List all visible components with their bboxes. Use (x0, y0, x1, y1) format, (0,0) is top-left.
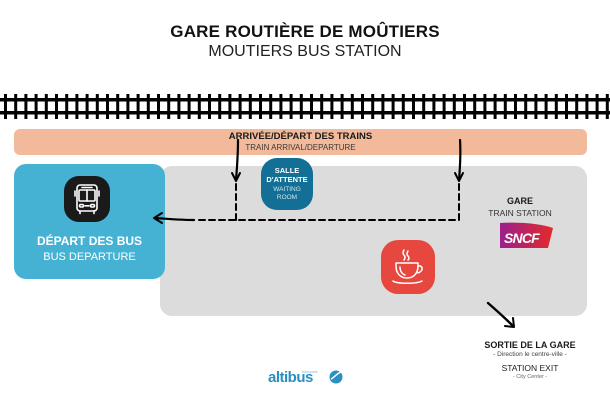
train-station-label-en: TRAIN STATION (488, 208, 552, 218)
sncf-logo: SNCF (500, 222, 553, 248)
railway-tie (208, 94, 211, 119)
railway-tie (422, 94, 426, 119)
railway-tie (259, 94, 262, 119)
railway-tie (320, 94, 324, 119)
railway-tie (136, 94, 140, 119)
cafe-badge (381, 240, 435, 294)
railway-tie (269, 94, 273, 119)
railway-tie (442, 94, 446, 119)
station-exit-label-en: STATION EXIT (501, 363, 559, 373)
arrow-head-exit (504, 317, 515, 328)
page-title: GARE ROUTIÈRE DE MOÛTIERS (170, 22, 440, 41)
railway-tie (24, 94, 28, 119)
altibus-logo: altibus transports (268, 369, 343, 386)
railway-tie (565, 94, 568, 119)
rail-top (0, 98, 610, 102)
railway-tie (412, 94, 415, 119)
railway-tie (432, 94, 436, 119)
bus-icon (64, 176, 110, 222)
train-station-label-fr: GARE (506, 196, 533, 206)
railway-tie (75, 94, 79, 119)
railway-tie (585, 94, 589, 119)
train-platform-label-fr: ARRIVÉE/DÉPART DES TRAINS (228, 131, 373, 142)
railway-tie (65, 94, 69, 119)
railway-tie (524, 94, 528, 119)
railway-ties (4, 94, 609, 119)
railway-tie (401, 94, 405, 119)
coffee-cup-icon (392, 249, 423, 284)
waiting-room-badge: SALLE D'ATTENTE WAITING ROOM (261, 158, 313, 210)
railway-tie (514, 94, 517, 119)
railway-tie (279, 94, 283, 119)
railway-tie (218, 94, 222, 119)
railway-tie (503, 94, 507, 119)
railway-tie (248, 94, 252, 119)
railway-tie (310, 94, 313, 119)
railway-tie (44, 94, 48, 119)
train-platform-bar: ARRIVÉE/DÉPART DES TRAINS TRAIN ARRIVAL/… (14, 129, 587, 155)
bus-departure-label-fr: DÉPART DES BUS (36, 234, 143, 248)
railway-tie (493, 94, 497, 119)
railway-tie (34, 94, 38, 119)
railway-tie (534, 94, 538, 119)
waiting-room-label-fr: SALLE D'ATTENTE (266, 166, 308, 184)
railway-tie (483, 94, 487, 119)
railway-tie (381, 94, 385, 119)
railway-tie (554, 94, 558, 119)
railway-tie (146, 94, 150, 119)
railway-tie (126, 94, 130, 119)
station-exit-label-fr: SORTIE DE LA GARE (484, 340, 576, 350)
station-exit-direction-fr: - Direction le centre-ville - (493, 351, 567, 358)
railway-tie (575, 94, 579, 119)
railway-tie (157, 94, 160, 119)
railway-tie (228, 94, 232, 119)
rail-bottom (0, 111, 610, 115)
railway-tie (371, 94, 375, 119)
sncf-logo-text: SNCF (504, 230, 540, 246)
railway-tie (4, 94, 7, 119)
railway-tie (361, 94, 364, 119)
railway-tie (106, 94, 109, 119)
railway-tie (289, 94, 293, 119)
bus-departure-box: DÉPART DES BUS BUS DEPARTURE (14, 164, 165, 279)
railway-tie (330, 94, 334, 119)
railway-tie (116, 94, 120, 119)
railway-tie (95, 94, 99, 119)
station-exit-direction-en: - City Center - (512, 374, 548, 380)
altibus-logo-tagline: transports (302, 370, 318, 374)
railway-tie (544, 94, 548, 119)
railway-tie (238, 94, 242, 119)
railway-tie (452, 94, 456, 119)
railway-tie (340, 94, 344, 119)
altibus-logo-text: altibus (268, 369, 313, 386)
railway-tie (391, 94, 395, 119)
railway-tie (55, 94, 58, 119)
altibus-logo-mark (329, 370, 343, 384)
bus-departure-label-en: BUS DEPARTURE (43, 251, 136, 263)
railway-tie (14, 94, 18, 119)
railway-tie (187, 94, 191, 119)
railway-tie (177, 94, 181, 119)
railway-tie (350, 94, 354, 119)
railway-tie (197, 94, 201, 119)
railway-tie (167, 94, 171, 119)
railway-tie (85, 94, 89, 119)
waiting-room-label-en: WAITING ROOM (273, 186, 301, 201)
railway-tie (595, 94, 599, 119)
page-subtitle: MOUTIERS BUS STATION (208, 43, 402, 60)
railway-tie (463, 94, 466, 119)
railway-tie (605, 94, 609, 119)
railway-track (0, 94, 610, 119)
railway-tie (473, 94, 477, 119)
train-platform-label-en: TRAIN ARRIVAL/DEPARTURE (245, 143, 356, 152)
railway-tie (299, 94, 303, 119)
